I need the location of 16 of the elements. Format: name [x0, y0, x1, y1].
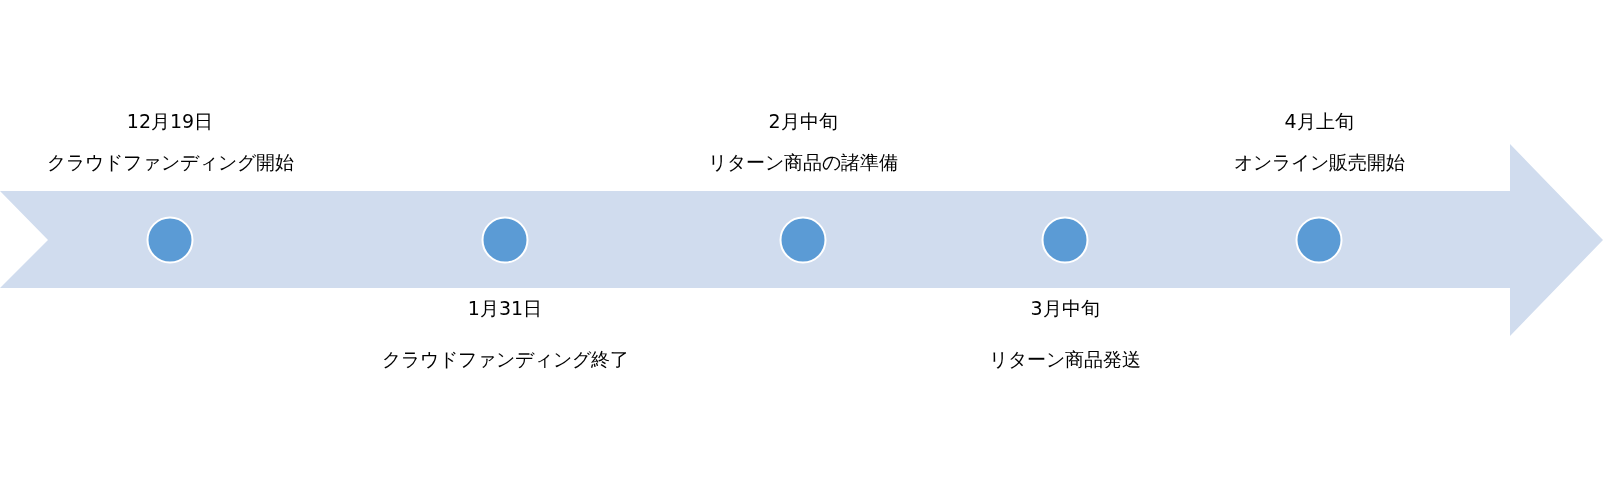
milestone-label: クラウドファンディング開始: [46, 150, 294, 174]
milestone-circle: [1041, 216, 1089, 264]
date-label: 12月19日: [126, 109, 214, 133]
milestone-circle: [481, 216, 529, 264]
date-label: 1月31日: [467, 296, 543, 320]
milestone-label: クラウドファンディング終了: [381, 347, 629, 371]
milestone-label: リターン商品の諸準備: [708, 150, 898, 174]
timeline-arrow: [0, 144, 1603, 336]
milestone-label: オンライン販売開始: [1233, 150, 1405, 174]
milestone-circle: [146, 216, 194, 264]
date-label: 2月中旬: [768, 109, 838, 133]
milestone-circle: [779, 216, 827, 264]
date-label: 3月中旬: [1030, 296, 1100, 320]
milestone-label: リターン商品発送: [989, 347, 1141, 371]
milestone-circle: [1295, 216, 1343, 264]
date-label: 4月上旬: [1284, 109, 1354, 133]
